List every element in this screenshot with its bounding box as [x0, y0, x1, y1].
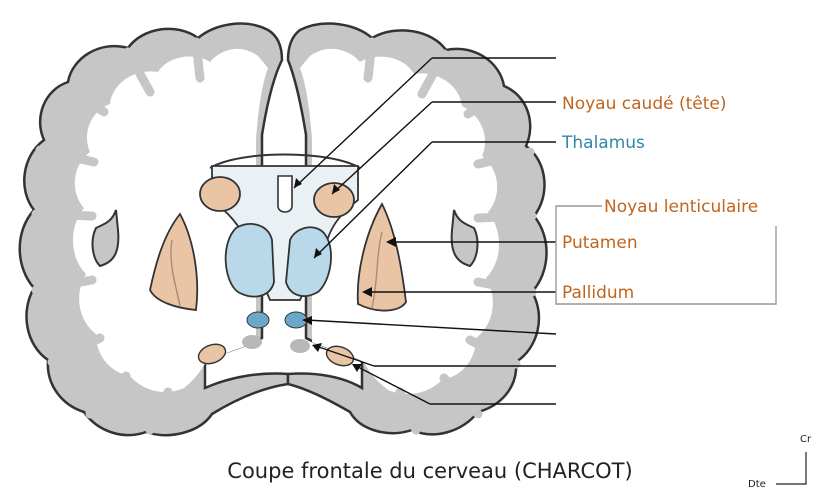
left-small-grey-nucleus [242, 335, 262, 349]
orientation-right: Dte [748, 479, 766, 490]
orientation-marker: Cr Dte [748, 434, 812, 490]
figure-caption: Coupe frontale du cerveau (CHARCOT) [227, 459, 632, 483]
right-thalamus [286, 227, 331, 296]
orientation-cranial: Cr [800, 434, 812, 445]
orientation-axes [776, 452, 806, 484]
label-putamen: Putamen [562, 233, 638, 253]
label-caudate: Noyau caudé (tête) [562, 94, 726, 114]
septum-pellucidum [278, 176, 292, 212]
right-small-grey-nucleus [290, 339, 310, 353]
left-thalamus [226, 224, 274, 297]
label-pallidum: Pallidum [562, 283, 634, 303]
left-subthalamic-nucleus [247, 312, 269, 328]
label-lenticular: Noyau lenticulaire [604, 197, 758, 217]
left-caudate-nucleus [200, 177, 240, 211]
label-thalamus: Thalamus [561, 133, 645, 153]
